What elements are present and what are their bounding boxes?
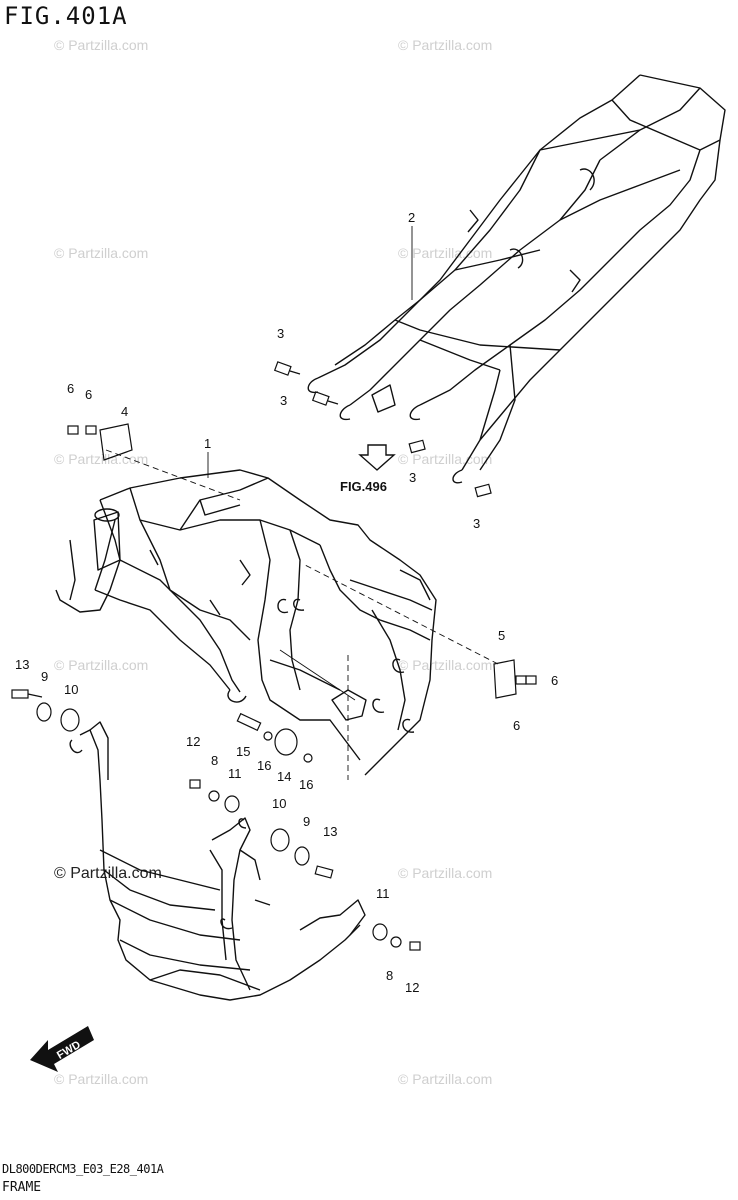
fig-reference-arrow bbox=[358, 444, 396, 471]
watermark: © Partzilla.com bbox=[54, 1071, 148, 1087]
callout-9: 9 bbox=[303, 814, 310, 829]
callout-3: 3 bbox=[280, 393, 287, 408]
figure-title: FIG.401A bbox=[4, 2, 128, 30]
callout-11: 11 bbox=[376, 886, 390, 901]
callout-3: 3 bbox=[409, 470, 416, 485]
callout-3: 3 bbox=[277, 326, 284, 341]
watermark: © Partzilla.com bbox=[398, 865, 492, 881]
rear-subframe bbox=[307, 74, 726, 484]
callout-3: 3 bbox=[473, 516, 480, 531]
watermark: © Partzilla.com bbox=[398, 37, 492, 53]
callout-13: 13 bbox=[323, 824, 337, 839]
callout-10: 10 bbox=[64, 682, 78, 697]
main-frame bbox=[55, 469, 437, 776]
callout-14: 14 bbox=[277, 769, 291, 784]
callout-16: 16 bbox=[257, 758, 271, 773]
callout-6: 6 bbox=[67, 381, 74, 396]
fwd-arrow: FWD bbox=[30, 1026, 94, 1072]
watermark: © Partzilla.com bbox=[54, 451, 148, 467]
watermark: © Partzilla.com bbox=[54, 245, 148, 261]
callout-6: 6 bbox=[513, 718, 520, 733]
watermark: © Partzilla.com bbox=[398, 245, 492, 261]
watermark: © Partzilla.com bbox=[398, 1071, 492, 1087]
callout-16: 16 bbox=[299, 777, 313, 792]
lower-cradle bbox=[69, 721, 366, 1001]
callout-8: 8 bbox=[211, 753, 218, 768]
watermark: © Partzilla.com bbox=[54, 37, 148, 53]
watermark: © Partzilla.com bbox=[54, 657, 148, 673]
callout-2: 2 bbox=[408, 210, 415, 225]
callout-10: 10 bbox=[272, 796, 286, 811]
callout-12: 12 bbox=[405, 980, 419, 995]
callout-15: 15 bbox=[236, 744, 250, 759]
figure-caption: FRAME bbox=[2, 1180, 42, 1195]
figure-code: DL800DERCM3_E03_E28_401A bbox=[2, 1162, 164, 1176]
fwd-label: FWD bbox=[55, 1039, 83, 1062]
callout-11: 11 bbox=[228, 766, 242, 781]
callout-1: 1 bbox=[204, 436, 211, 451]
watermark: © Partzilla.com bbox=[398, 657, 492, 673]
watermark: © Partzilla.com bbox=[398, 451, 492, 467]
callout-6: 6 bbox=[551, 673, 558, 688]
callout-9: 9 bbox=[41, 669, 48, 684]
leader-lines bbox=[105, 226, 499, 780]
callout-8: 8 bbox=[386, 968, 393, 983]
fig-reference-label: FIG.496 bbox=[340, 479, 387, 494]
callout-4: 4 bbox=[121, 404, 128, 419]
callout-6: 6 bbox=[85, 387, 92, 402]
callout-5: 5 bbox=[498, 628, 505, 643]
hardware bbox=[11, 361, 537, 951]
callout-12: 12 bbox=[186, 734, 200, 749]
callout-13: 13 bbox=[15, 657, 29, 672]
